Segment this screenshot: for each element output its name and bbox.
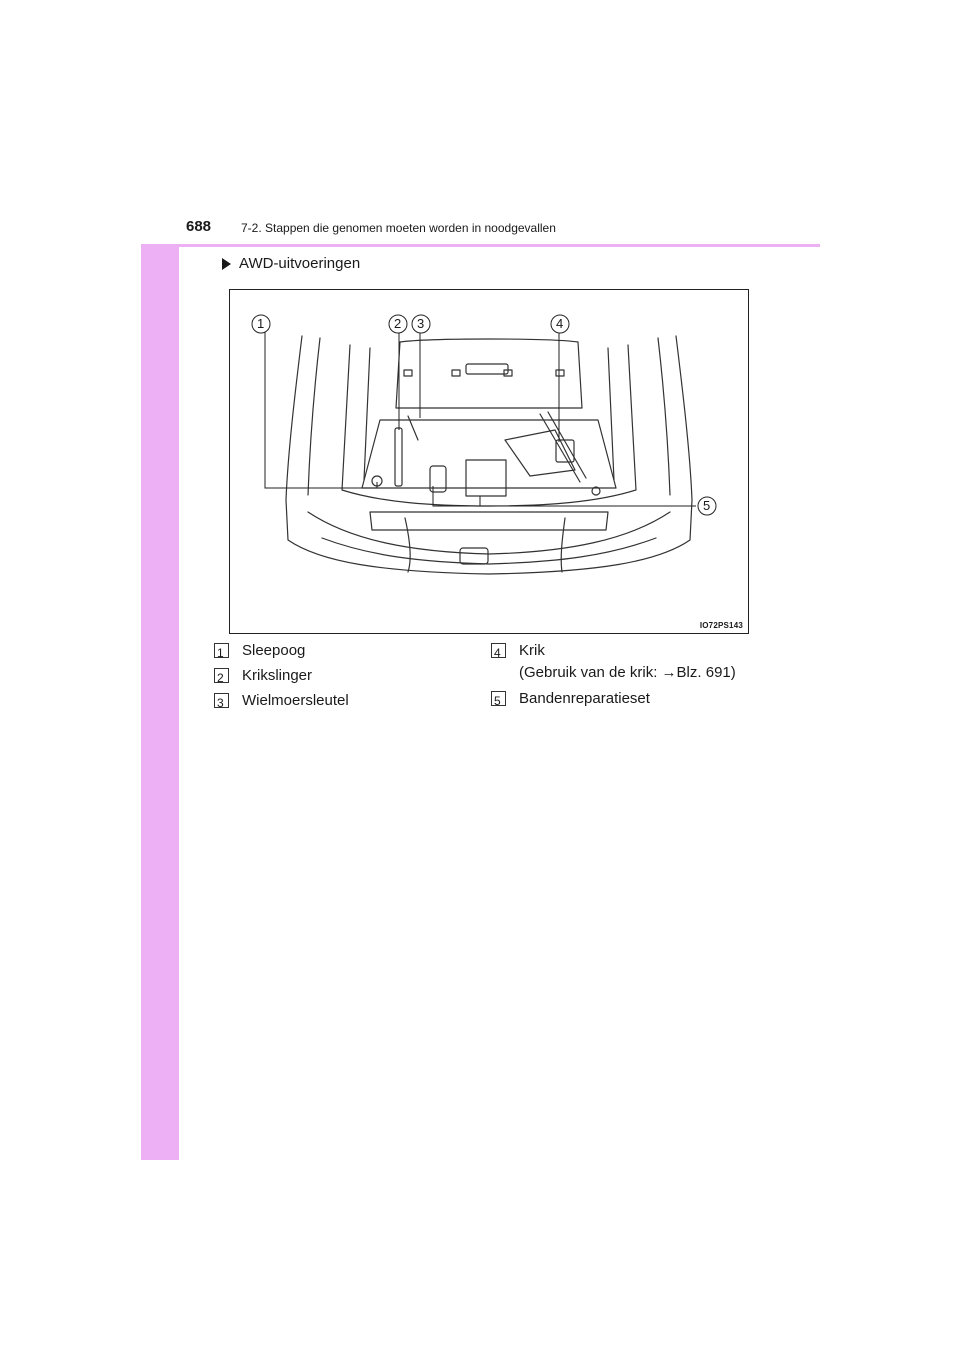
legend-number-2: 2 (214, 668, 229, 685)
legend-number-3: 3 (214, 693, 229, 710)
legend-text-2: Krikslinger (242, 667, 313, 684)
section-title: 7-2. Stappen die genomen moeten worden i… (241, 221, 556, 235)
legend-number-5: 5 (491, 691, 506, 708)
callout-5: 5 (703, 498, 711, 513)
legend-text-4-title: Krik (519, 642, 545, 659)
legend-text-1: Sleepoog (242, 642, 306, 659)
triangle-bullet-icon (222, 257, 231, 270)
legend-item-3: 3 Wielmoersleutel (214, 690, 349, 712)
callout-4: 4 (556, 316, 564, 331)
variant-label: AWD-uitvoeringen (239, 255, 361, 272)
callout-1: 1 (257, 316, 265, 331)
figure-code: IO72PS143 (699, 621, 743, 630)
legend-item-5: 5 Bandenreparatieset (491, 688, 650, 710)
page-number: 688 (186, 218, 212, 235)
legend-text-5: Bandenreparatieset (519, 690, 650, 707)
legend-number-4: 4 (491, 643, 506, 660)
callout-3: 3 (417, 316, 425, 331)
header-rule (141, 244, 820, 247)
legend-text-4: Krik (Gebruik van de krik: →Blz. 691) (519, 640, 736, 684)
luggage-compartment-illustration: 1 2 3 4 5 IO72PS143 (229, 289, 749, 634)
legend-text-4-note: (Gebruik van de krik: →Blz. 691) (519, 664, 736, 681)
variant-heading: AWD-uitvoeringen (222, 255, 360, 272)
header-band (141, 196, 820, 245)
legend-number-1: 1 (214, 643, 229, 660)
legend-text-3: Wielmoersleutel (242, 692, 349, 709)
car-rear-drawing (251, 314, 717, 575)
chapter-side-tab (141, 196, 179, 1160)
legend-item-4: 4 Krik (Gebruik van de krik: →Blz. 691) (491, 640, 736, 684)
legend-item-1: 1 Sleepoog (214, 640, 305, 662)
callout-2: 2 (394, 316, 402, 331)
legend-item-2: 2 Krikslinger (214, 665, 312, 687)
